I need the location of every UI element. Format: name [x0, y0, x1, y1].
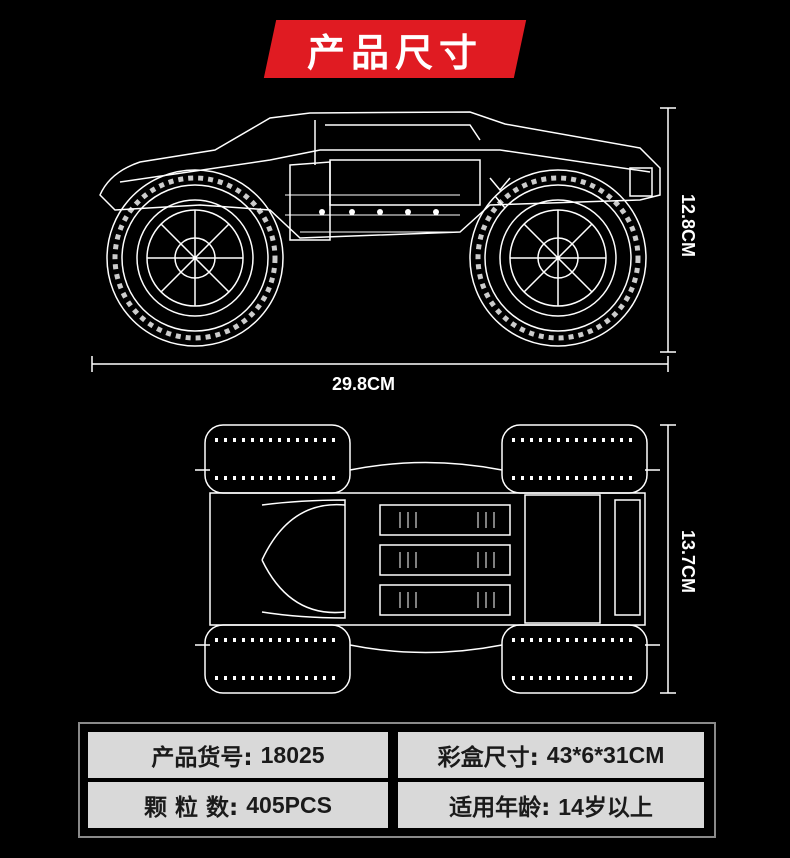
- spec-item-product-number: 产品货号: 18025: [88, 732, 388, 778]
- spec-table: 产品货号: 18025 彩盒尺寸: 43*6*31CM 颗 粒 数: 405PC…: [78, 722, 716, 838]
- spec-item-age: 适用年龄: 14岁以上: [398, 782, 704, 828]
- spec-value: 14岁以上: [558, 794, 653, 820]
- dimension-lines: [91, 107, 676, 694]
- product-diagram: [91, 107, 676, 694]
- spec-value: 18025: [260, 741, 325, 768]
- spec-value: 405PCS: [246, 791, 332, 818]
- page-title: 产品尺寸: [306, 30, 483, 75]
- spec-label: 颗 粒 数:: [144, 795, 239, 821]
- spec-item-piece-count: 颗 粒 数: 405PCS: [88, 782, 388, 828]
- spec-label: 适用年龄:: [449, 795, 551, 821]
- spec-label: 彩盒尺寸:: [437, 745, 539, 771]
- side-view-car: [99, 111, 661, 347]
- spec-item-box-size: 彩盒尺寸: 43*6*31CM: [398, 732, 704, 778]
- top-view-car: [195, 424, 660, 694]
- spec-label: 产品货号:: [151, 745, 253, 771]
- width-dimension: 13.7CM: [678, 530, 698, 594]
- spec-value: 43*6*31CM: [546, 741, 665, 768]
- length-dimension: 29.8CM: [332, 374, 396, 394]
- height-dimension: 12.8CM: [678, 194, 698, 258]
